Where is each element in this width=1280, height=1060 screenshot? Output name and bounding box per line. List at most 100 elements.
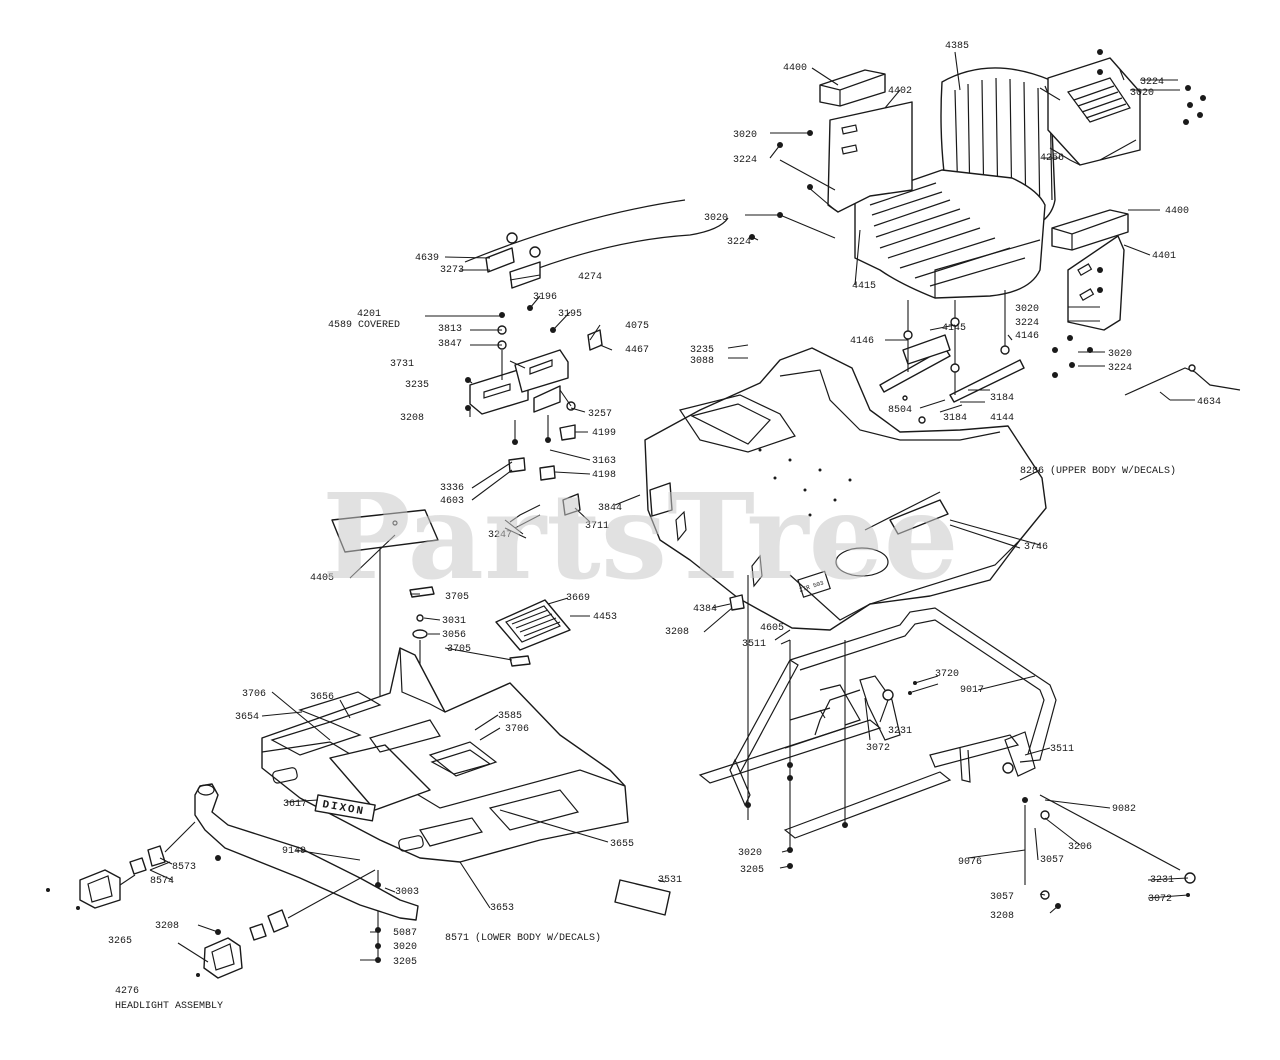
label-4603[interactable]: 4603 [440, 496, 464, 507]
label-4639[interactable]: 4639 [415, 253, 439, 264]
label-4145[interactable]: 4145 [942, 323, 966, 334]
label-3705-lower[interactable]: 3705 [447, 644, 471, 655]
label-3706-right[interactable]: 3706 [505, 724, 529, 735]
label-3224-seat[interactable]: 3224 [727, 237, 751, 248]
label-3720[interactable]: 3720 [935, 669, 959, 680]
label-4146-left[interactable]: 4146 [850, 336, 874, 347]
label-3585[interactable]: 3585 [498, 711, 522, 722]
control-plate-3731[interactable] [469, 349, 569, 415]
label-3205-frame[interactable]: 3205 [740, 865, 764, 876]
label-3088[interactable]: 3088 [690, 356, 714, 367]
upper-body-8286[interactable] [644, 347, 1047, 631]
seat-slide-rails[interactable] [879, 334, 1025, 403]
label-3336[interactable]: 3336 [440, 483, 464, 494]
label-4198[interactable]: 4198 [592, 470, 616, 481]
label-3654[interactable]: 3654 [235, 712, 259, 723]
label-3020-bumper[interactable]: 3020 [393, 942, 417, 953]
label-4634[interactable]: 4634 [1197, 397, 1221, 408]
label-3656[interactable]: 3656 [310, 692, 334, 703]
label-3020-frame[interactable]: 3020 [738, 848, 762, 859]
label-3057-upper[interactable]: 3057 [1040, 855, 1064, 866]
label-3273[interactable]: 3273 [440, 265, 464, 276]
label-4453[interactable]: 4453 [593, 612, 617, 623]
label-3731[interactable]: 3731 [390, 359, 414, 370]
label-4401[interactable]: 4401 [1152, 251, 1176, 262]
label-3231-rod[interactable]: 3231 [1150, 875, 1174, 886]
footrest-plate-4453[interactable] [495, 599, 571, 651]
label-8574[interactable]: 8574 [150, 876, 174, 887]
label-3056[interactable]: 3056 [442, 630, 466, 641]
label-4201[interactable]: 4201 [357, 309, 381, 320]
label-3206[interactable]: 3206 [1068, 842, 1092, 853]
label-3231-frame[interactable]: 3231 [888, 726, 912, 737]
label-9017[interactable]: 9017 [960, 685, 984, 696]
decal-3531[interactable] [614, 879, 671, 916]
label-3235-plate[interactable]: 3235 [405, 380, 429, 391]
label-9082[interactable]: 9082 [1112, 804, 1136, 815]
label-4146-right[interactable]: 4146 [1015, 331, 1039, 342]
label-3669[interactable]: 3669 [566, 593, 590, 604]
armrest-pad-left[interactable] [819, 69, 886, 107]
label-4415[interactable]: 4415 [852, 281, 876, 292]
label-3184-bottom[interactable]: 3184 [943, 413, 967, 424]
label-4384[interactable]: 4384 [693, 604, 717, 615]
label-3531[interactable]: 3531 [658, 875, 682, 886]
label-4589-covered[interactable]: 4589 COVERED [328, 320, 400, 331]
label-4075[interactable]: 4075 [625, 321, 649, 332]
label-3208-plate[interactable]: 3208 [400, 413, 424, 424]
label-3844[interactable]: 3844 [598, 503, 622, 514]
lower-body-8571[interactable] [261, 647, 629, 863]
label-3511-frame[interactable]: 3511 [742, 639, 766, 650]
label-3257[interactable]: 3257 [588, 409, 612, 420]
label-8286[interactable]: 8286 (UPPER BODY W/DECALS) [1020, 465, 1176, 477]
label-3020-armrest[interactable]: 3020 [733, 130, 757, 141]
label-3224-tray[interactable]: 3224 [1140, 77, 1164, 88]
label-3265[interactable]: 3265 [108, 936, 132, 947]
label-4605[interactable]: 4605 [760, 623, 784, 634]
label-3847[interactable]: 3847 [438, 339, 462, 350]
armrest-bracket-right[interactable] [1067, 235, 1125, 331]
armrest-bracket-left[interactable] [827, 101, 913, 213]
label-3511-rear[interactable]: 3511 [1050, 744, 1074, 755]
label-3196[interactable]: 3196 [533, 292, 557, 303]
label-3653[interactable]: 3653 [490, 903, 514, 914]
label-3208-headlight[interactable]: 3208 [155, 921, 179, 932]
label-3705-upper[interactable]: 3705 [445, 592, 469, 603]
label-4467[interactable]: 4467 [625, 345, 649, 356]
label-4274[interactable]: 4274 [578, 272, 602, 283]
label-3020-bracket-r2[interactable]: 3020 [1108, 349, 1132, 360]
label-3224-bracket-r2[interactable]: 3224 [1108, 363, 1132, 374]
floor-plate-4405[interactable] [331, 509, 439, 553]
label-5087[interactable]: 5087 [393, 928, 417, 939]
label-3205-bumper[interactable]: 3205 [393, 957, 417, 968]
label-3813[interactable]: 3813 [438, 324, 462, 335]
label-3208-frame[interactable]: 3208 [990, 911, 1014, 922]
label-3003[interactable]: 3003 [395, 887, 419, 898]
label-4199[interactable]: 4199 [592, 428, 616, 439]
label-3208-dash[interactable]: 3208 [665, 627, 689, 638]
label-3224-bracket-r1[interactable]: 3224 [1015, 318, 1039, 329]
label-headlight-assembly[interactable]: HEADLIGHT ASSEMBLY [115, 1001, 223, 1012]
label-4405[interactable]: 4405 [310, 573, 334, 584]
label-4400-top[interactable]: 4400 [783, 63, 807, 74]
control-lever-cables[interactable] [464, 199, 729, 289]
label-4256[interactable]: 4256 [1040, 153, 1064, 164]
label-4400-right[interactable]: 4400 [1165, 206, 1189, 217]
label-3247[interactable]: 3247 [488, 530, 512, 541]
label-3195[interactable]: 3195 [558, 309, 582, 320]
label-3031[interactable]: 3031 [442, 616, 466, 627]
label-3072-rod[interactable]: 3072 [1148, 894, 1172, 905]
label-3224-armrest[interactable]: 3224 [733, 155, 757, 166]
label-9149[interactable]: 9149 [282, 846, 306, 857]
label-3163[interactable]: 3163 [592, 456, 616, 467]
label-3617[interactable]: 3617 [283, 799, 307, 810]
label-3020-tray[interactable]: 3020 [1130, 88, 1154, 99]
label-3746[interactable]: 3746 [1024, 542, 1048, 553]
headlight-assembly-4276[interactable] [79, 845, 289, 979]
label-3655[interactable]: 3655 [610, 839, 634, 850]
label-4385[interactable]: 4385 [945, 41, 969, 52]
label-4402[interactable]: 4402 [888, 86, 912, 97]
seat-storage-tray[interactable] [1047, 57, 1141, 166]
label-8571[interactable]: 8571 (LOWER BODY W/DECALS) [445, 932, 601, 944]
label-8504[interactable]: 8504 [888, 405, 912, 416]
